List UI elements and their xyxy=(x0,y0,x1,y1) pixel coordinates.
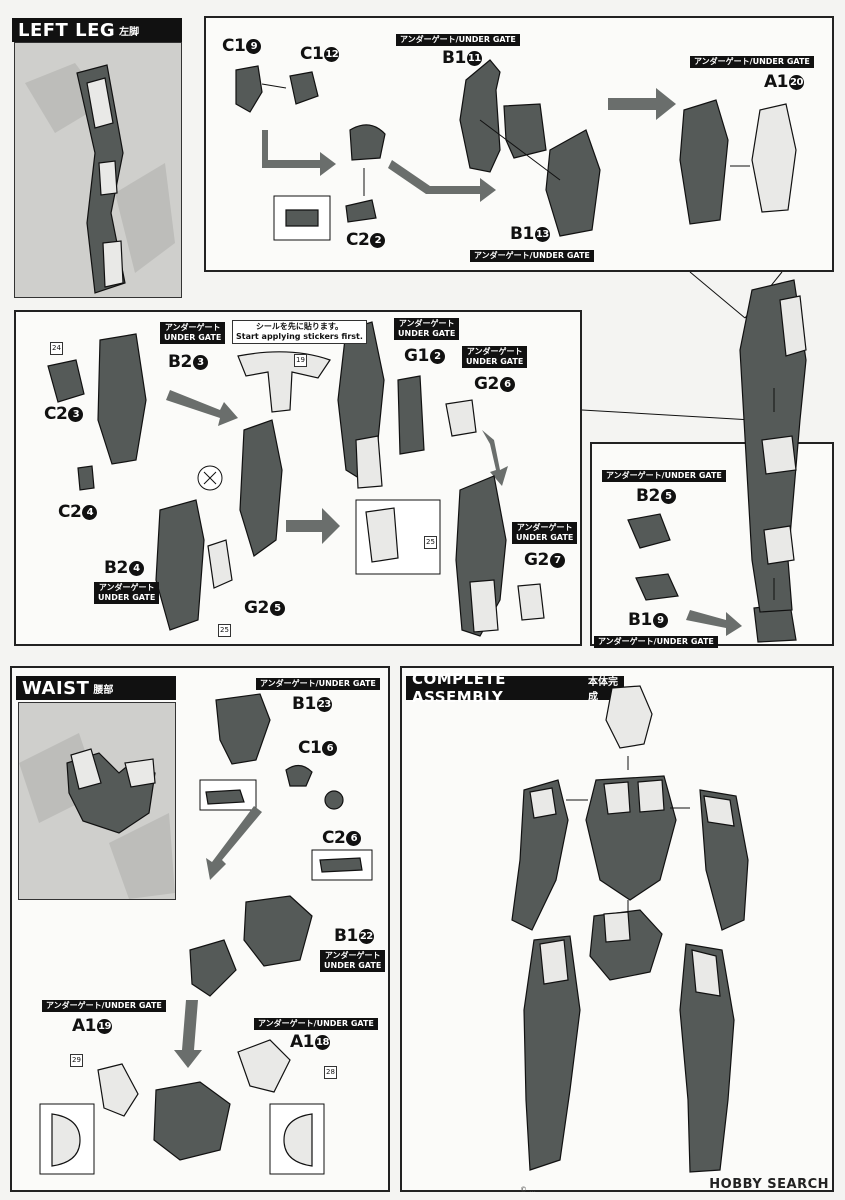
gate-tag-a1-18: アンダーゲート/UNDER GATE xyxy=(254,1018,378,1030)
knee-cover xyxy=(355,435,383,489)
waist-preview-drawing xyxy=(19,703,175,899)
left-leg-title-jp: 左脚 xyxy=(119,26,140,38)
step-arrow xyxy=(608,88,676,120)
sticker-25-inset: 25 xyxy=(424,536,437,549)
inset-part xyxy=(285,209,319,227)
step-arrow xyxy=(286,508,340,544)
gate-tag-a1-19: アンダーゲート/UNDER GATE xyxy=(42,1000,166,1012)
gate-tag-b2-5: アンダーゲート/UNDER GATE xyxy=(602,470,726,482)
part-g2-6-shape xyxy=(445,399,477,437)
sticker-29: 29 xyxy=(70,1054,83,1067)
leg-armor-plate xyxy=(763,525,795,565)
sticker-25: 25 xyxy=(218,624,231,637)
part-b2-4-shape xyxy=(155,499,205,631)
connect-arrow xyxy=(479,119,561,181)
step-arrow xyxy=(262,130,336,176)
gate-tag-b1-23: アンダーゲート/UNDER GATE xyxy=(256,678,380,690)
gate-tag-b1-11: アンダーゲート/UNDER GATE xyxy=(396,34,520,46)
part-c1-9-shape xyxy=(235,65,263,113)
complete-assembly-title: COMPLETE ASSEMBLY xyxy=(412,670,506,706)
part-c2-2-shape xyxy=(345,199,377,223)
left-leg-header: LEFT LEG 左脚 xyxy=(12,18,182,42)
sticker-28: 28 xyxy=(324,1066,337,1079)
step-arrow xyxy=(482,430,508,486)
complete-assembly-title-jp: 本体完成 xyxy=(587,677,618,703)
sticker-first-note: シールを先に貼ります。Start applying stickers first… xyxy=(232,320,367,344)
part-b1-9-shape xyxy=(635,573,679,601)
part-a1-20-shape xyxy=(751,103,797,213)
hobby-search-watermark: HOBBY SEARCH xyxy=(709,1177,829,1192)
leg-armor-plate xyxy=(761,435,797,475)
complete-assembly-panel xyxy=(400,666,834,1192)
part-g2-5-shape xyxy=(207,539,233,589)
gate-tag-b1-9: アンダーゲート/UNDER GATE xyxy=(594,636,718,648)
callout-line xyxy=(581,409,753,421)
waist-header: WAIST 腰部 xyxy=(16,676,176,700)
step-arrow xyxy=(686,610,742,636)
shin-cover xyxy=(469,579,499,633)
thigh-assembly xyxy=(679,99,729,225)
gate-tag-a1-20: アンダーゲート/UNDER GATE xyxy=(690,56,814,68)
connect-arrow xyxy=(261,83,287,89)
assembled-joint xyxy=(349,124,386,161)
lower-leg-inner xyxy=(239,419,283,557)
part-b1-13-shape xyxy=(545,129,601,237)
leg-armor-plate xyxy=(779,295,807,357)
sticker-19: 19 xyxy=(294,354,307,367)
left-leg-preview-drawing xyxy=(15,43,181,297)
part-b2-5-shape xyxy=(627,513,671,549)
copyright-text: © ... xyxy=(520,1186,536,1194)
waist-title: WAIST xyxy=(22,677,90,699)
sticker-24: 24 xyxy=(50,342,63,355)
left-leg-preview-image xyxy=(14,42,182,298)
waist-preview-image xyxy=(18,702,176,900)
part-b2-3-shape xyxy=(97,333,147,465)
part-c2-4-shape xyxy=(77,465,95,491)
left-leg-title: LEFT LEG xyxy=(18,19,116,41)
left-leg-diagram xyxy=(47,59,807,643)
inset-part-25 xyxy=(365,507,399,563)
part-b1-11-shape xyxy=(459,59,501,173)
gate-tag-b1-13: アンダーゲート/UNDER GATE xyxy=(470,250,594,262)
part-c2-3-shape xyxy=(47,359,85,403)
part-c1-12-shape xyxy=(289,71,319,105)
sticker-sheet-19 xyxy=(237,351,331,413)
callout-line xyxy=(689,271,746,319)
hip-joint-part xyxy=(503,103,547,159)
step-arrow xyxy=(388,160,496,202)
part-g2-7-shape xyxy=(517,583,545,621)
part-g1-2-shape xyxy=(397,375,425,455)
step-arrow xyxy=(166,390,238,426)
complete-assembly-header: COMPLETE ASSEMBLY 本体完成 xyxy=(406,670,624,706)
waist-title-jp: 腰部 xyxy=(93,684,114,696)
